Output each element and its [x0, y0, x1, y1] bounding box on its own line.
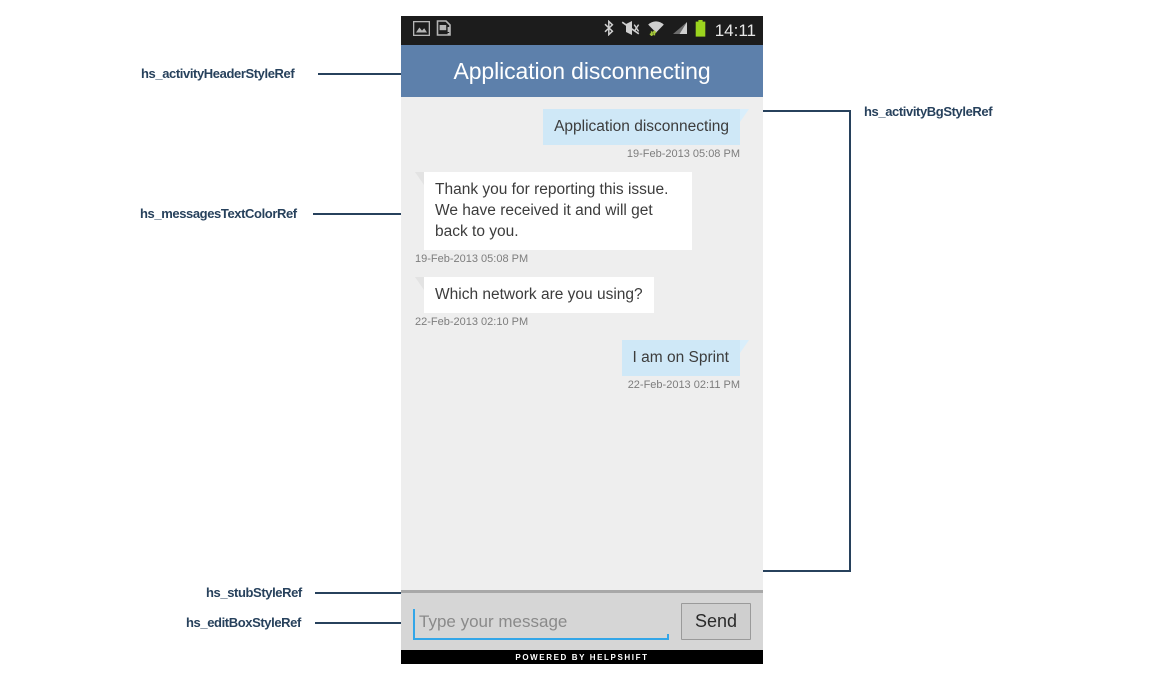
message-bubble-outgoing: I am on Sprint: [621, 340, 749, 376]
message-timestamp: 22-Feb-2013 02:10 PM: [415, 316, 529, 328]
edit-box-underline: [413, 633, 669, 640]
message-timestamp: 22-Feb-2013 02:11 PM: [627, 379, 740, 391]
powered-by-footer: POWERED BY HELPSHIFT: [401, 650, 763, 664]
message-item: Which network are you using? 22-Feb-2013…: [415, 277, 749, 328]
status-bar-clock: 14:11: [714, 20, 756, 40]
sim-card-alert-icon: [436, 20, 452, 41]
annotation-label-activity-bg: hs_activityBgStyleRef: [864, 104, 993, 119]
phone-mockup: 14:11 Application disconnecting Applicat…: [401, 16, 763, 664]
message-input-placeholder: Type your message: [419, 611, 568, 631]
message-edit-box[interactable]: Type your message: [413, 604, 669, 640]
activity-header: Application disconnecting: [401, 45, 763, 97]
message-bubble-incoming: Which network are you using?: [415, 277, 654, 313]
battery-full-icon: [695, 19, 706, 42]
image-icon: [412, 20, 431, 41]
message-item: Thank you for reporting this issue. We h…: [415, 172, 749, 265]
annotation-leader-line: [318, 73, 401, 75]
vibrate-off-icon: [621, 20, 640, 41]
annotation-label-stub: hs_stubStyleRef: [206, 585, 302, 600]
bluetooth-icon: [604, 19, 614, 41]
annotation-leader-line: [313, 213, 401, 215]
conversation-list[interactable]: Application disconnecting 19-Feb-2013 05…: [401, 97, 763, 590]
wifi-data-icon: [647, 20, 665, 41]
page-title: Application disconnecting: [453, 57, 711, 84]
message-timestamp: 19-Feb-2013 05:08 PM: [415, 253, 529, 265]
annotation-label-activity-header: hs_activityHeaderStyleRef: [141, 66, 295, 81]
send-button[interactable]: Send: [680, 603, 751, 640]
powered-by-text: POWERED BY HELPSHIFT: [515, 652, 649, 662]
message-bubble-outgoing: Application disconnecting: [543, 109, 749, 145]
stub-divider: [401, 590, 763, 593]
cell-signal-icon: [672, 21, 688, 40]
status-bar-right-icons: 14:11: [604, 19, 756, 42]
message-item: Application disconnecting 19-Feb-2013 05…: [415, 109, 749, 160]
message-timestamp: 19-Feb-2013 05:08 PM: [626, 148, 740, 160]
annotation-label-edit-box: hs_editBoxStyleRef: [186, 615, 301, 630]
text-caret: [413, 608, 415, 634]
annotation-bracket-spine: [849, 110, 851, 571]
message-input-bar: Type your message Send: [401, 593, 763, 650]
annotation-leader-line: [315, 592, 401, 594]
annotation-bracket-bottom: [763, 570, 851, 572]
status-bar: 14:11: [401, 16, 763, 45]
message-bubble-incoming: Thank you for reporting this issue. We h…: [415, 172, 692, 250]
status-bar-left-icons: [412, 20, 452, 41]
message-item: I am on Sprint 22-Feb-2013 02:11 PM: [415, 340, 749, 391]
annotation-leader-line: [315, 622, 401, 624]
annotation-label-messages-text-color: hs_messagesTextColorRef: [140, 206, 297, 221]
annotation-bracket-top: [763, 110, 851, 112]
